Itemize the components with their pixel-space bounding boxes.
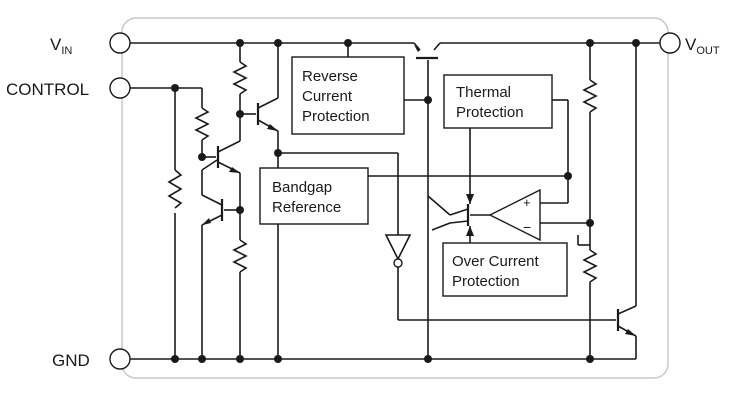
reverse-current-label-line1: Reverse — [302, 68, 358, 85]
thermal-label-line1: Thermal — [456, 84, 511, 101]
thermal-protection-block: Thermal Protection — [443, 74, 553, 129]
bandgap-label-line2: Reference — [272, 199, 341, 216]
output-transistor — [614, 43, 637, 359]
feedback-divider — [577, 43, 598, 359]
vout-label-sub: OUT — [696, 45, 720, 57]
inverter — [384, 153, 614, 321]
vin-label: VIN — [50, 35, 72, 57]
bandgap-label-line1: Bandgap — [272, 179, 332, 196]
gnd-pin — [109, 348, 131, 370]
junction-dots — [171, 39, 640, 363]
vin-label-main: V — [50, 35, 62, 54]
over-current-protection-block: Over Current Protection — [442, 242, 568, 297]
opamp-minus-sign: − — [523, 219, 531, 235]
reverse-current-protection-block: Reverse Current Protection — [291, 56, 405, 135]
reverse-current-label-line2: Current — [302, 88, 353, 105]
reverse-current-label-line3: Protection — [302, 108, 370, 125]
vout-label: VOUT — [685, 35, 720, 57]
over-current-label-line2: Protection — [452, 273, 520, 290]
thermal-label-line2: Protection — [456, 104, 524, 121]
control-label: CONTROL — [6, 80, 89, 99]
gnd-label: GND — [52, 351, 90, 370]
vout-label-main: V — [685, 35, 697, 54]
bandgap-reference-block: Bandgap Reference — [259, 167, 369, 225]
rails — [130, 42, 661, 360]
error-amplifier — [368, 99, 590, 243]
package-outline — [121, 17, 669, 379]
over-current-label-line1: Over Current — [452, 253, 540, 270]
vout-pin — [659, 32, 681, 54]
opamp-plus-sign: + — [523, 195, 531, 210]
control-pin — [109, 77, 131, 99]
vin-label-sub: IN — [61, 45, 72, 57]
vin-pin — [109, 32, 131, 54]
